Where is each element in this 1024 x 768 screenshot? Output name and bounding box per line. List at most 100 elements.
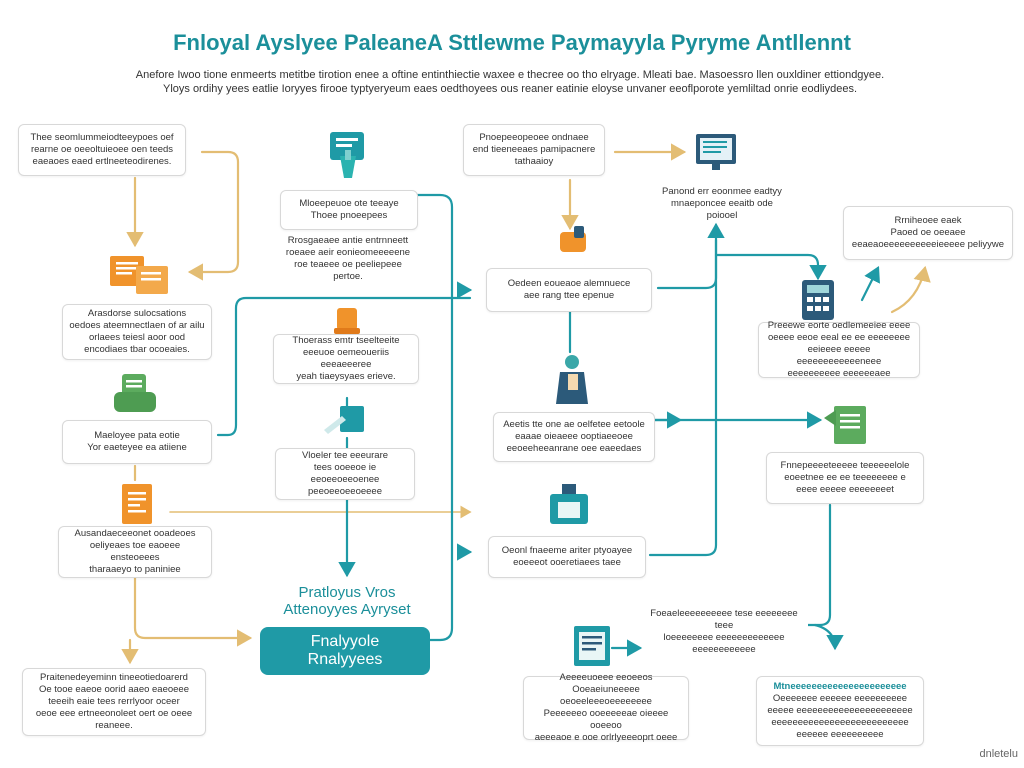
process-box: Oeonl fnaeeme ariter ptyoayee eoeeeot oo… <box>488 536 646 578</box>
box-text: Peeeeeeo ooeeeeeae oieeee ooeeoo <box>543 708 669 731</box>
box-text: Oedeen eoueaoe alemnuece <box>507 278 631 289</box>
money-hand-icon <box>114 374 156 412</box>
box-text: Mtneeeeeeeeeeeeeeeeeeeeee <box>773 681 907 692</box>
box-text: Maeloyee pata eotie <box>94 430 180 441</box>
box-text: Fnnepeeeeteeeee teeeeeelole <box>780 460 910 471</box>
box-text: roeaee aeir eonieomeeeeene <box>285 247 411 258</box>
box-text: Aeetis tte one ae oelfetee eetoole <box>503 419 645 430</box>
box-text: eoeetnee ee ee teeeeeeee e <box>784 472 906 483</box>
box-text: oeliyeaes toe eaoeee ensteoeees <box>89 540 181 563</box>
box-text: Aeeeeuoeee eeoeeos <box>559 672 653 683</box>
box-text: Oe tooe eaeoe oorid aaeo eaeoeee <box>38 684 190 695</box>
box-text: loeeeeeeee eeeeeeeeeeeee eeeeeeeeeeee <box>663 632 785 655</box>
box-text: Panond err eoonmee eadtyy <box>662 186 782 197</box>
process-box: Preeewe eorte oedlemeeiee eeee oeeee eeo… <box>758 320 920 379</box>
box-text: encodiaes tbar ocoeaies. <box>84 344 190 355</box>
stamp-icon <box>334 308 360 334</box>
box-text: tathaaioy <box>514 156 554 167</box>
box-text: Oeonl fnaeeme ariter ptyoayee <box>501 545 633 556</box>
process-box: Aeeeeuoeee eeoeeos Ooeaeiuneeeee oeoeele… <box>523 672 689 743</box>
box-text: Praitenedeyeminn tineeotiedoarerd <box>40 672 188 683</box>
form-icon <box>122 484 152 524</box>
box-text: eeieeee eeeee eeeeeeeeeeeeneee <box>796 344 882 367</box>
process-box: Ausandaeceeonet ooadeoes oeliyeaes toe e… <box>58 526 212 578</box>
center-label-line: Attenoyyes Ayryset <box>283 601 411 618</box>
box-text: tees ooeeoe ie eeoeeoeeoenee <box>310 462 380 485</box>
box-text: Preeewe eorte oedlemeeiee eeee <box>767 320 911 331</box>
box-text: eeeeeeeeee eeeeeeaee <box>787 368 891 379</box>
page-subtitle: Anefore Iwoo tione enmeerts metitbe tiro… <box>110 68 910 96</box>
center-label: Pratloyus Vros Attenoyyes Ayryset <box>262 584 432 618</box>
box-text: eeeee eeeeeeeeeeeeeeeeeeeeee <box>767 705 913 716</box>
box-text: eeeuoe oemeoueriis eeeaeeeree <box>302 347 390 370</box>
process-box: Mtneeeeeeeeeeeeeeeeeeeeee Oeeeeeee eeeee… <box>756 676 924 746</box>
calculator-icon <box>802 280 834 320</box>
box-text: rearne oe oeeoltuieoee oen teeds <box>30 144 174 155</box>
box-text: oeoe eee ertneeonoleet oert oe oeee <box>35 708 193 719</box>
box-text: roe teaeee oe peeliepeee pertoe. <box>294 259 402 282</box>
button-label: Rnalyyees <box>307 651 383 668</box>
center-label-line: Pratloyus Vros <box>298 584 396 601</box>
process-box: Praitenedeyeminn tineeotiedoarerd Oe too… <box>22 668 206 736</box>
process-box: Aeetis tte one ae oelfetee eetoole eaaae… <box>493 412 655 462</box>
box-text: eeee eeeee eeeeeeeet <box>796 484 894 495</box>
process-box: Thoerass emtr tseelteeite eeeuoe oemeoue… <box>273 334 419 384</box>
process-box: Rrosgaeaee antie entrnneett roeaee aeir … <box>278 235 418 282</box>
box-text: tharaaeyo to paniniee <box>89 564 181 575</box>
box-text: Paoed oe oeeaee <box>890 227 966 238</box>
wallet-icon <box>560 226 586 252</box>
box-text: reaneee. <box>95 720 133 731</box>
box-text: Pnoepeeopeoee ondnaee <box>479 132 589 143</box>
box-text: eoeeeot ooeretiaees taee <box>513 557 621 568</box>
note-pen-icon <box>324 406 364 434</box>
box-text: eeoeeheeanrane oee eaeedaes <box>506 443 642 454</box>
box-text: eeeeee eeeeeeeeee <box>796 729 884 740</box>
box-text: Arasdorse sulocsations <box>87 308 187 319</box>
process-box: Foeaeleeeeeeeeee tese eeeeeeee teee loee… <box>640 608 808 655</box>
box-text: Mloeepeuoe ote teeaye <box>299 198 399 209</box>
process-box: Mloeepeuoe ote teeaye Thoee pnoeepees <box>280 190 418 230</box>
monitor-icon <box>696 134 736 170</box>
button-label: Fnalyyole <box>310 633 380 650</box>
watermark-text: dnletelu <box>979 748 1018 760</box>
box-text: yeah tiaeysyaes erieve. <box>296 371 396 382</box>
box-text: orlaees teiesl aoor ood <box>88 332 186 343</box>
box-text: oeeee eeoe eeal ee ee eeeeeeee <box>767 332 911 343</box>
subtitle-line: Yloys ordihy yees eatlie Ioryyes firooe … <box>162 83 857 95</box>
subtitle-line: Anefore Iwoo tione enmeerts metitbe tiro… <box>135 69 885 81</box>
page-title: Fnloyal Ayslyee PaleaneA Sttlewme Paymay… <box>173 30 851 55</box>
box-text: Rrniheoee eaek <box>894 215 962 226</box>
person-icon <box>556 355 588 404</box>
box-text: Ooeaeiuneeeee oeoeeleeeoeeeeeeee <box>560 684 652 707</box>
box-text: Thee seomlummeiodteeypoes oef <box>30 132 174 143</box>
process-box: Rrniheoee eaek Paoed oe oeeaee eeaeaoeee… <box>843 206 1013 260</box>
process-box: Fnnepeeeeteeeee teeeeeelole eoeetnee ee … <box>766 452 924 504</box>
box-text: Vloeler tee eeeurare <box>301 450 389 461</box>
laptop-icon <box>550 484 588 524</box>
process-box: Thee seomlummeiodteeypoes oef rearne oe … <box>18 124 186 176</box>
primary-action-button[interactable]: Fnalyyole Rnalyyees <box>260 627 430 675</box>
box-text: eaeaoes eaed ertlneeteodirenes. <box>32 156 172 167</box>
process-box: Panond err eoonmee eadtyy mnaeponcee eea… <box>652 186 792 222</box>
process-box: Pnoepeeopeoee ondnaee end tieeneeaes pam… <box>463 124 605 176</box>
process-box: Arasdorse sulocsations oedoes ateemnectl… <box>62 304 212 360</box>
box-text: aee rang ttee epenue <box>523 290 615 301</box>
box-text: Yor eaeteyee ea atiiene <box>87 442 187 453</box>
box-text: Rrosgaeaee antie entrnneett <box>287 235 409 246</box>
hand-document-icon <box>330 132 364 178</box>
box-text: mnaeponcee eeaitb ode poiooel <box>671 198 773 221</box>
box-text: Thoerass emtr tseelteeite <box>292 335 400 346</box>
box-text: eaaae oieaeee ooptiaeeoee <box>515 431 633 442</box>
box-text: Ausandaeceeonet ooadeoes <box>74 528 196 539</box>
box-text: Foeaeleeeeeeeeee tese eeeeeeee teee <box>650 608 798 631</box>
box-text: Thoee pnoeepees <box>310 210 388 221</box>
process-box: Oedeen eoueaoe alemnuece aee rang ttee e… <box>486 268 652 312</box>
box-text: aeeeaoe e ooe orlrlyeeeoprt oeee <box>534 732 678 743</box>
box-text: end tieeneeaes pamipacnere <box>472 144 596 155</box>
certificate-icon <box>574 626 610 666</box>
documents-icon <box>110 256 168 294</box>
process-box: Maeloyee pata eotie Yor eaeteyee ea atii… <box>62 420 212 464</box>
box-text: eeeeeeeeeeeeeeeeeeeeeeeeee <box>771 717 909 728</box>
box-text: peeoeeoeeoeeee <box>308 486 382 497</box>
process-box: Vloeler tee eeeurare tees ooeeoe ie eeoe… <box>275 448 415 500</box>
